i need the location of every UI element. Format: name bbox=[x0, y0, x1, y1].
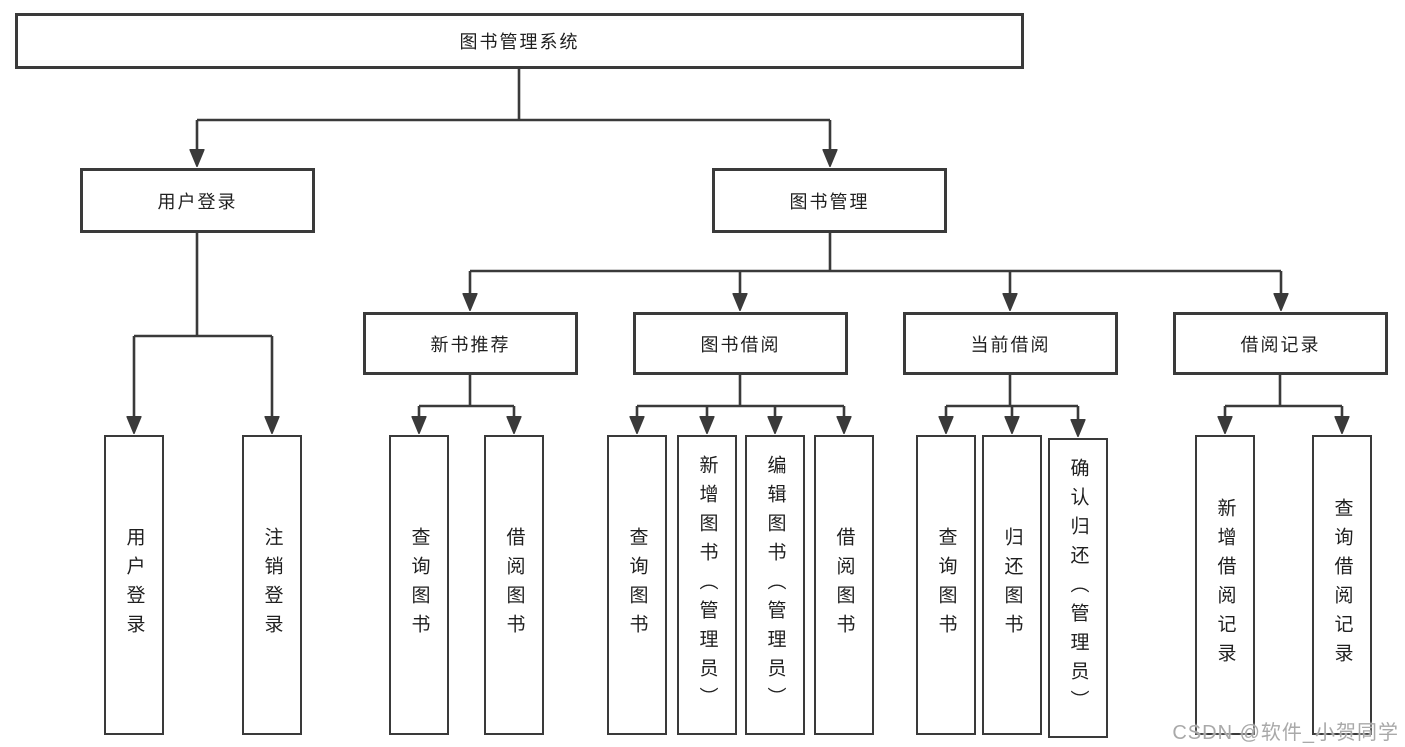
node-current-borrow: 当前借阅 bbox=[903, 312, 1118, 375]
node-label: 当前借阅 bbox=[970, 334, 1051, 355]
node-label: 图书借阅 bbox=[700, 334, 781, 355]
leaf-label: 查询图书 bbox=[626, 527, 648, 643]
leaf-newbooks-query-books: 查询图书 bbox=[389, 435, 449, 735]
leaf-label: 确认归还（管理员） bbox=[1067, 457, 1089, 719]
leaf-label: 编辑图书（管理员） bbox=[764, 454, 786, 716]
leaf-label: 查询图书 bbox=[408, 527, 430, 643]
leaf-label: 查询图书 bbox=[935, 527, 957, 643]
node-user-login: 用户登录 bbox=[80, 168, 315, 233]
leaf-records-add-record: 新增借阅记录 bbox=[1195, 435, 1255, 735]
leaf-user-login: 用户登录 bbox=[104, 435, 164, 735]
csdn-watermark: CSDN @软件_小贺同学 bbox=[1172, 722, 1399, 744]
leaf-borrow-borrow-books: 借阅图书 bbox=[814, 435, 874, 735]
leaf-newbooks-borrow-books: 借阅图书 bbox=[484, 435, 544, 735]
leaf-current-query-books: 查询图书 bbox=[916, 435, 976, 735]
leaf-label: 新增图书（管理员） bbox=[696, 454, 718, 716]
node-borrow-records: 借阅记录 bbox=[1173, 312, 1388, 375]
leaf-label: 新增借阅记录 bbox=[1214, 498, 1236, 672]
node-book-borrow: 图书借阅 bbox=[633, 312, 848, 375]
node-new-book-recommend: 新书推荐 bbox=[363, 312, 578, 375]
leaf-borrow-add-books-admin: 新增图书（管理员） bbox=[677, 435, 737, 735]
node-label: 图书管理系统 bbox=[459, 32, 580, 52]
leaf-label: 注销登录 bbox=[261, 527, 283, 643]
node-label: 借阅记录 bbox=[1240, 334, 1321, 355]
leaf-label: 借阅图书 bbox=[833, 527, 855, 643]
leaf-label: 用户登录 bbox=[123, 527, 145, 643]
leaf-records-query-record: 查询借阅记录 bbox=[1312, 435, 1372, 735]
node-label: 图书管理 bbox=[789, 191, 870, 212]
leaf-label: 归还图书 bbox=[1001, 527, 1023, 643]
leaf-label: 借阅图书 bbox=[503, 527, 525, 643]
node-library-system: 图书管理系统 bbox=[15, 13, 1024, 69]
leaf-borrow-edit-books-admin: 编辑图书（管理员） bbox=[745, 435, 805, 735]
leaf-label: 查询借阅记录 bbox=[1331, 498, 1353, 672]
leaf-current-return-books: 归还图书 bbox=[982, 435, 1042, 735]
node-label: 用户登录 bbox=[157, 191, 238, 212]
leaf-borrow-query-books: 查询图书 bbox=[607, 435, 667, 735]
leaf-current-confirm-return-admin: 确认归还（管理员） bbox=[1048, 438, 1108, 738]
leaf-logout: 注销登录 bbox=[242, 435, 302, 735]
node-book-management: 图书管理 bbox=[712, 168, 947, 233]
node-label: 新书推荐 bbox=[430, 334, 511, 355]
